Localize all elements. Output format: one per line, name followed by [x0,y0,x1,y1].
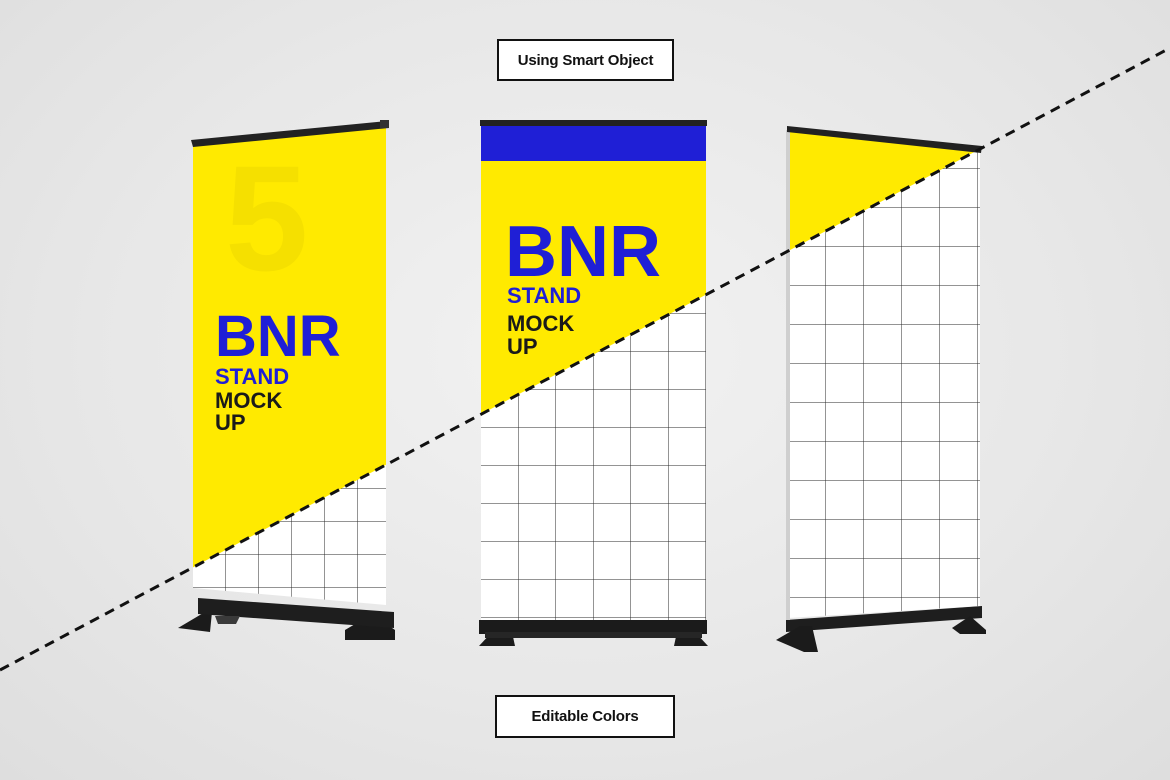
middle-banner-stand: BNR STAND MOCK UP [479,120,708,646]
left-banner-title: BNR [215,304,341,369]
smart-object-label: Using Smart Object [497,39,674,81]
middle-banner-title: BNR [505,212,661,292]
middle-banner-line2: MOCK [507,311,574,336]
svg-text:5: 5 [225,134,308,302]
left-banner-line3: UP [215,410,246,435]
middle-banner-line3: UP [507,334,538,359]
left-banner-line2: MOCK [215,388,282,413]
editable-colors-label: Editable Colors [495,695,675,738]
left-banner-stand: 5 BNR STAND MOCK UP [178,120,395,640]
right-banner-stand [776,126,986,652]
middle-banner-line1: STAND [507,283,581,308]
left-banner-line1: STAND [215,364,289,389]
